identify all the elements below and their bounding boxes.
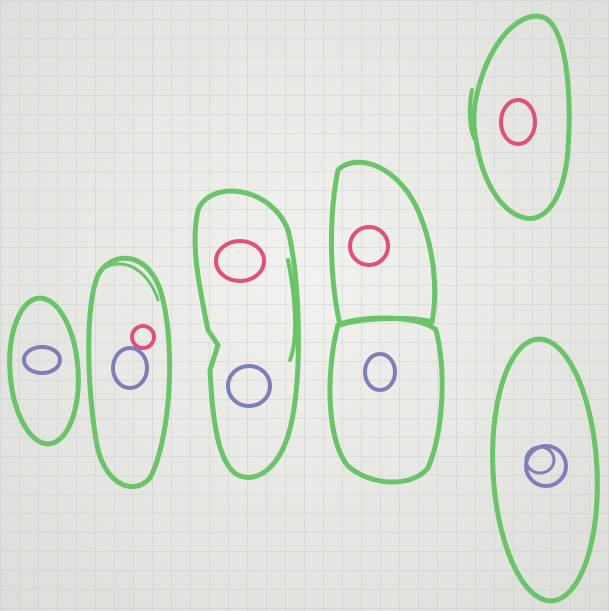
cell-drawing bbox=[0, 0, 609, 611]
drawing-canvas bbox=[0, 0, 609, 611]
